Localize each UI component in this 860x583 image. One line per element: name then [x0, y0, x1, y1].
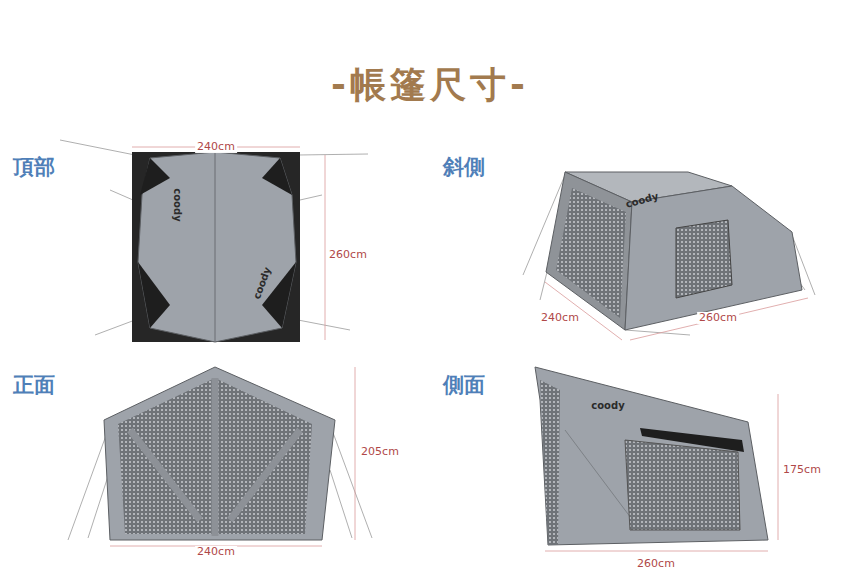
dimension-label: 240cm [195, 141, 237, 153]
dimension-label: 175cm [781, 464, 823, 476]
dimension-label: 260cm [635, 558, 677, 570]
page-title: -帳篷尺寸- [331, 65, 529, 105]
view-label: 正面 [13, 374, 55, 397]
dimension-label: 240cm [195, 546, 237, 558]
dimension-label: 205cm [359, 446, 401, 458]
view-label: 頂部 [13, 156, 55, 179]
dimension-label: 260cm [327, 249, 369, 261]
dimension-label: 240cm [539, 312, 581, 324]
brand-logo: coody [172, 188, 183, 221]
front-view [68, 367, 372, 546]
view-label: 側面 [443, 374, 485, 397]
view-label: 斜側 [443, 156, 485, 179]
dimension-label: 260cm [697, 312, 739, 324]
side-view [535, 367, 778, 551]
oblique-view [523, 172, 815, 340]
brand-logo: coody [591, 400, 624, 411]
top-view [60, 140, 368, 342]
